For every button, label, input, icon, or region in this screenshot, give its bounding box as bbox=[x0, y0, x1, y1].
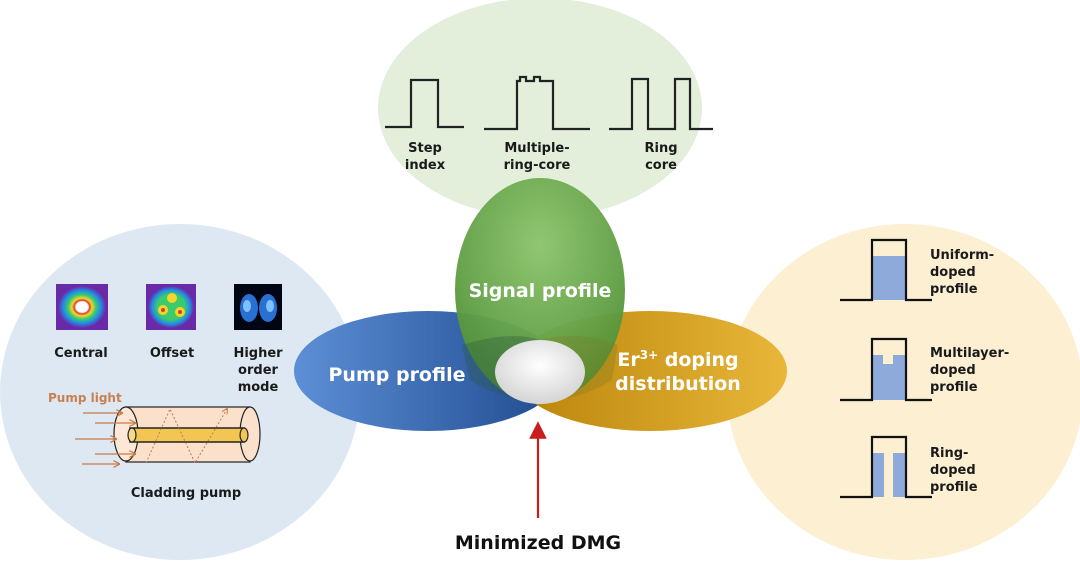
doping-title-er: Er bbox=[617, 349, 640, 371]
doping-profile-label: doped bbox=[930, 363, 976, 378]
signal-profile-ellipse bbox=[455, 178, 625, 402]
uniform-doped-profile-icon bbox=[840, 238, 932, 302]
signal-profile-title: Signal profile bbox=[469, 280, 612, 302]
doping-profile-label: Uniform- bbox=[930, 248, 994, 263]
doping-title-line1: Er3+ doping bbox=[617, 348, 738, 371]
cladding-pump-fiber-icon bbox=[75, 406, 261, 464]
signal-profile-label: core bbox=[645, 158, 677, 173]
minimized-dmg-caption: Minimized DMG bbox=[455, 532, 621, 554]
doping-title-line2: distribution bbox=[615, 373, 741, 395]
signal-profile-label: Ring bbox=[644, 141, 677, 156]
pump-mode-label: mode bbox=[238, 380, 279, 395]
cladding-pump-label: Cladding pump bbox=[131, 486, 241, 501]
doping-profile-label: profile bbox=[930, 480, 978, 495]
multiple-ring-core-profile-icon bbox=[484, 75, 590, 131]
step-index-profile-icon bbox=[385, 78, 464, 129]
signal-group-bg bbox=[378, 0, 702, 218]
doping-profile-label: doped bbox=[930, 463, 976, 478]
signal-profile-label: Multiple- bbox=[504, 141, 569, 156]
minimized-dmg-center bbox=[495, 340, 585, 404]
doping-profile-label: doped bbox=[930, 265, 976, 280]
signal-profile-label: Step bbox=[408, 141, 442, 156]
doping-profile-label: profile bbox=[930, 380, 978, 395]
multilayer-doped-profile-icon bbox=[840, 337, 932, 402]
ring-core-profile-icon bbox=[609, 77, 713, 131]
pump-mode-label: Central bbox=[54, 346, 107, 361]
doping-profile-label: Ring- bbox=[930, 446, 968, 461]
signal-profile-label: ring-core bbox=[504, 158, 571, 173]
pump-light-label: Pump light bbox=[48, 391, 122, 405]
pump-profile-title: Pump profile bbox=[329, 364, 466, 386]
higher-order-mode-image bbox=[234, 284, 282, 330]
signal-profile-label: index bbox=[405, 158, 446, 173]
doping-title-suffix: doping bbox=[658, 349, 739, 371]
central-mode-image bbox=[56, 284, 108, 330]
offset-mode-image bbox=[146, 284, 196, 330]
doping-profile-label: Multilayer- bbox=[930, 346, 1009, 361]
pump-mode-label: order bbox=[238, 363, 278, 378]
ring-doped-profile-icon bbox=[840, 435, 932, 499]
doping-title-superscript: 3+ bbox=[640, 348, 658, 362]
pump-mode-label: Higher bbox=[233, 346, 283, 361]
doping-profile-label: profile bbox=[930, 282, 978, 297]
pump-mode-label: Offset bbox=[150, 346, 194, 361]
